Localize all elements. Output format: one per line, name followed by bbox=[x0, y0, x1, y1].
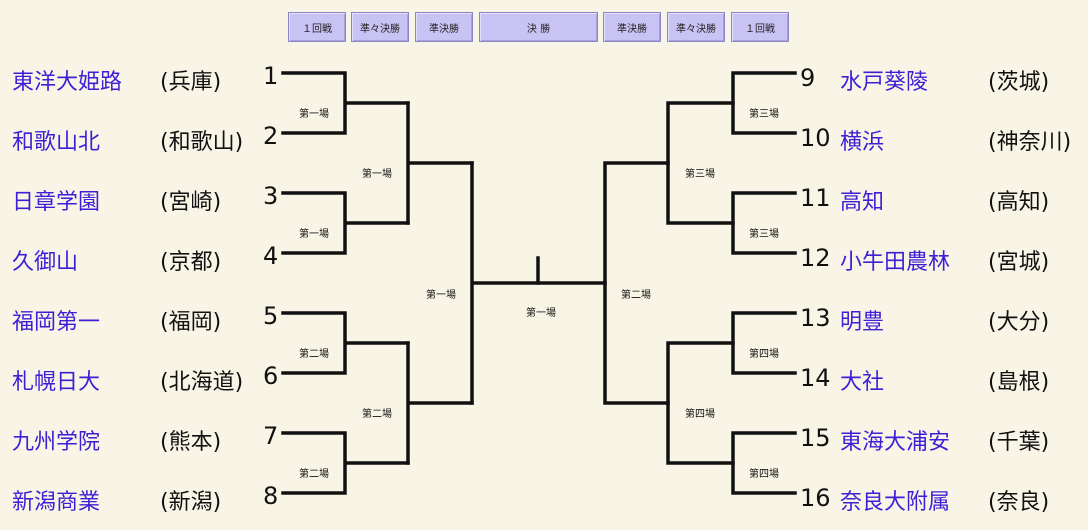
team-seed: 16 bbox=[800, 484, 831, 512]
venue-label-left-qf-1: 第一場 bbox=[362, 169, 392, 180]
team-seed: 8 bbox=[263, 482, 279, 510]
venue-label-right-qf-2: 第四場 bbox=[685, 409, 715, 420]
team-seed: 4 bbox=[263, 242, 279, 270]
venue-label-right-qf-1: 第三場 bbox=[685, 169, 715, 180]
team-prefecture: (新潟) bbox=[160, 490, 222, 515]
team-seed: 6 bbox=[263, 362, 279, 390]
venue-label-left-sf: 第一場 bbox=[426, 290, 456, 301]
team-name[interactable]: 東海大浦安 bbox=[840, 430, 951, 455]
team-seed: 1 bbox=[263, 62, 279, 90]
team-prefecture: (神奈川) bbox=[988, 130, 1072, 155]
bracket-left-r1-4 bbox=[281, 431, 410, 495]
round-header: １回戦 準々決勝 準決勝 決 勝 準決勝 準々決勝 １回戦 bbox=[0, 12, 1088, 44]
round-tab-sf-right[interactable]: 準決勝 bbox=[603, 12, 661, 42]
team-name[interactable]: 札幌日大 bbox=[12, 370, 101, 395]
bracket-left-qf bbox=[406, 101, 474, 465]
bracket-right-r1-1 bbox=[731, 71, 797, 135]
venue-label-left-r1-1: 第一場 bbox=[299, 109, 329, 120]
round-tab-sf-left[interactable]: 準決勝 bbox=[415, 12, 473, 42]
team-seed: 14 bbox=[800, 364, 831, 392]
round-tab-final[interactable]: 決 勝 bbox=[479, 12, 598, 42]
team-seed: 13 bbox=[800, 304, 831, 332]
venue-label-right-r1-1: 第三場 bbox=[749, 109, 779, 120]
round-tab-qf-left[interactable]: 準々決勝 bbox=[351, 12, 409, 42]
team-seed: 15 bbox=[800, 424, 831, 452]
bracket-right-r1-4 bbox=[731, 431, 797, 495]
bracket-right-r1-2 bbox=[731, 191, 797, 255]
team-seed: 11 bbox=[800, 184, 831, 212]
team-prefecture: (宮崎) bbox=[160, 190, 222, 215]
team-name[interactable]: 大社 bbox=[840, 370, 885, 395]
team-prefecture: (島根) bbox=[988, 370, 1050, 395]
venue-label-right-r1-4: 第四場 bbox=[749, 469, 779, 480]
team-prefecture: (兵庫) bbox=[160, 70, 222, 95]
team-name[interactable]: 高知 bbox=[840, 190, 885, 215]
team-name[interactable]: 久御山 bbox=[12, 250, 79, 275]
team-prefecture: (京都) bbox=[160, 250, 222, 275]
venue-label-final: 第一場 bbox=[526, 308, 556, 319]
venue-label-left-r1-4: 第二場 bbox=[299, 469, 329, 480]
team-prefecture: (奈良) bbox=[988, 490, 1050, 515]
team-seed: 2 bbox=[263, 122, 279, 150]
team-name[interactable]: 小牛田農林 bbox=[840, 250, 951, 275]
bracket-right-qf bbox=[666, 101, 735, 465]
team-seed: 3 bbox=[263, 182, 279, 210]
venue-label-left-r1-3: 第二場 bbox=[299, 349, 329, 360]
bracket-left-r1-3 bbox=[281, 311, 410, 375]
team-seed: 5 bbox=[263, 302, 279, 330]
team-seed: 9 bbox=[800, 64, 816, 92]
bracket-left-r1-2 bbox=[281, 191, 410, 255]
bracket-right-sf bbox=[603, 161, 670, 405]
team-prefecture: (高知) bbox=[988, 190, 1050, 215]
team-seed: 10 bbox=[800, 124, 831, 152]
team-name[interactable]: 水戸葵陵 bbox=[840, 70, 929, 95]
team-name[interactable]: 横浜 bbox=[840, 130, 885, 155]
round-tab-r1-left[interactable]: １回戦 bbox=[288, 12, 346, 42]
venue-label-left-qf-2: 第二場 bbox=[362, 409, 392, 420]
team-prefecture: (茨城) bbox=[988, 70, 1050, 95]
team-seed: 12 bbox=[800, 244, 831, 272]
team-name[interactable]: 日章学園 bbox=[12, 190, 101, 215]
team-prefecture: (熊本) bbox=[160, 430, 222, 455]
round-tab-r1-right[interactable]: １回戦 bbox=[731, 12, 789, 42]
team-prefecture: (和歌山) bbox=[160, 130, 244, 155]
team-name[interactable]: 明豊 bbox=[840, 310, 885, 335]
venue-label-right-sf: 第二場 bbox=[621, 290, 651, 301]
bracket-left-r1-1 bbox=[281, 71, 410, 135]
team-prefecture: (北海道) bbox=[160, 370, 244, 395]
team-name[interactable]: 福岡第一 bbox=[12, 310, 101, 335]
venue-label-right-r1-2: 第三場 bbox=[749, 229, 779, 240]
team-name[interactable]: 和歌山北 bbox=[12, 130, 101, 155]
bracket-right-r1-3 bbox=[731, 311, 797, 375]
team-prefecture: (大分) bbox=[988, 310, 1050, 335]
team-name[interactable]: 新潟商業 bbox=[12, 490, 101, 515]
team-seed: 7 bbox=[263, 422, 279, 450]
team-prefecture: (福岡) bbox=[160, 310, 222, 335]
team-name[interactable]: 九州学院 bbox=[12, 430, 101, 455]
team-name[interactable]: 東洋大姫路 bbox=[12, 70, 123, 95]
team-name[interactable]: 奈良大附属 bbox=[840, 490, 951, 515]
round-tab-qf-right[interactable]: 準々決勝 bbox=[667, 12, 725, 42]
venue-label-left-r1-2: 第一場 bbox=[299, 229, 329, 240]
team-prefecture: (宮城) bbox=[988, 250, 1050, 275]
venue-label-right-r1-3: 第四場 bbox=[749, 349, 779, 360]
team-prefecture: (千葉) bbox=[988, 430, 1050, 455]
